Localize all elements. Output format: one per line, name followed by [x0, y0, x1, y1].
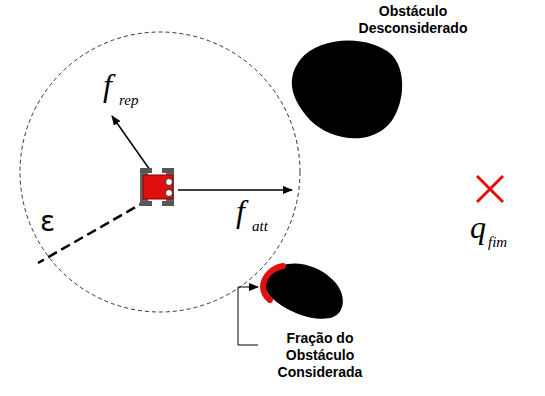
force-symbol: f [236, 194, 245, 228]
attractive-force-arrow [178, 189, 292, 191]
obstacle-label: Obstáculo Desconsiderado [352, 3, 474, 37]
radius-symbol: ε [40, 207, 55, 237]
considered-obstacle [265, 264, 343, 319]
force-subscript: rep [119, 92, 138, 108]
ignored-obstacle [292, 41, 402, 139]
robot [140, 168, 174, 206]
repulsive-force-arrow [112, 116, 150, 170]
obstacle-fraction [263, 266, 283, 300]
influence-circle [20, 32, 300, 312]
goal-marker [477, 176, 503, 202]
leader-line [238, 287, 258, 345]
fraction-label: Fração do Obstáculo Considerada [264, 330, 376, 381]
radius-line [38, 200, 148, 263]
force-subscript: att [252, 218, 268, 234]
goal-symbol: q [470, 210, 486, 244]
goal-subscript: fim [488, 234, 507, 250]
force-symbol: f [103, 68, 112, 102]
